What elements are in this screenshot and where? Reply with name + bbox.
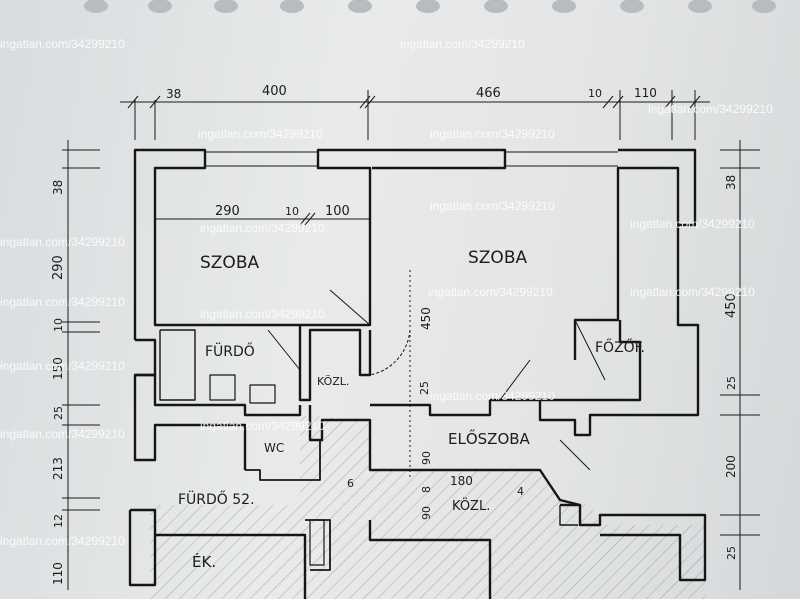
- dim-top-38: 38: [166, 87, 181, 101]
- watermark: ingatlan.com/34299210: [198, 127, 323, 141]
- dim-right-38: 38: [724, 175, 738, 190]
- watermark: ingatlan.com/34299210: [648, 102, 773, 116]
- dim-mid-6: 6: [347, 477, 354, 490]
- watermark: ingatlan.com/34299210: [200, 419, 325, 433]
- dim-mid-180: 180: [450, 474, 473, 488]
- watermark: ingatlan.com/34299210: [430, 199, 555, 213]
- hatched-area: [150, 415, 705, 599]
- dim-left-10: 10: [52, 318, 65, 332]
- watermark: ingatlan.com/34299210: [630, 285, 755, 299]
- dim-mid-90b: 90: [420, 506, 433, 520]
- dim-right-450: 450: [724, 293, 739, 318]
- dim-top-10: 10: [588, 87, 602, 100]
- room-szoba-right: SZOBA: [468, 248, 527, 268]
- watermark: ingatlan.com/34299210: [428, 285, 553, 299]
- dim-left-150: 150: [51, 357, 65, 380]
- dim-right-25: 25: [725, 376, 738, 390]
- room-kozl-upper: KÖZL.: [317, 375, 349, 388]
- watermark: ingatlan.com/34299210: [430, 389, 555, 403]
- dim-top-110: 110: [634, 86, 657, 100]
- dim-mid-450: 450: [419, 307, 433, 330]
- dim-mid-4: 4: [517, 485, 524, 498]
- dim-left-110: 110: [51, 562, 65, 585]
- dim-left-12: 12: [52, 514, 65, 528]
- watermark: ingatlan.com/34299210: [200, 307, 325, 321]
- watermark: ingatlan.com/34299210: [0, 427, 125, 441]
- watermark: ingatlan.com/34299210: [0, 235, 125, 249]
- watermarks: ingatlan.com/34299210 ingatlan.com/34299…: [0, 37, 773, 548]
- watermark: ingatlan.com/34299210: [0, 295, 125, 309]
- room-fozof: FŐZŐF.: [595, 338, 645, 356]
- dim-top-400: 400: [262, 84, 287, 99]
- dim-mid-25: 25: [418, 381, 431, 395]
- watermark: ingatlan.com/34299210: [0, 534, 125, 548]
- room-eloszoba: ELŐSZOBA: [448, 428, 531, 448]
- dim-left-25: 25: [52, 406, 65, 420]
- room-labels: SZOBA SZOBA FÜRDŐ KÖZL. FŐZŐF. ELŐSZOBA …: [178, 248, 645, 571]
- dim-mid-90: 90: [420, 451, 433, 465]
- dimension-labels: 38 400 466 10 110 290 10 100 38 290 10 1…: [51, 84, 739, 585]
- dim-left-290: 290: [51, 255, 66, 280]
- room-ek: ÉK.: [192, 552, 216, 571]
- dim-right-200: 200: [724, 455, 738, 478]
- dim-mid-8: 8: [420, 486, 433, 493]
- room-furdo-lower: FÜRDŐ 52.: [178, 490, 255, 508]
- room-szoba-left: SZOBA: [200, 253, 259, 273]
- dim-inner-100: 100: [325, 204, 350, 219]
- room-wc: WC: [264, 441, 284, 455]
- dim-left-213: 213: [51, 457, 65, 480]
- room-furdo: FÜRDŐ: [205, 342, 255, 360]
- dim-left-38: 38: [51, 180, 65, 195]
- dim-right-25b: 25: [725, 546, 738, 560]
- dim-inner-10: 10: [285, 205, 299, 218]
- dim-top-466: 466: [476, 86, 501, 101]
- watermark: ingatlan.com/34299210: [630, 217, 755, 231]
- binder-holes: [84, 0, 776, 13]
- dim-inner-290: 290: [215, 204, 240, 219]
- room-kozl-lower: KÖZL.: [452, 497, 490, 514]
- watermark: ingatlan.com/34299210: [0, 359, 125, 373]
- watermark: ingatlan.com/34299210: [400, 37, 525, 51]
- watermark: ingatlan.com/34299210: [430, 127, 555, 141]
- watermark: ingatlan.com/34299210: [200, 221, 325, 235]
- dimension-lines: [62, 90, 760, 590]
- watermark: ingatlan.com/34299210: [0, 37, 125, 51]
- walls: [128, 148, 707, 599]
